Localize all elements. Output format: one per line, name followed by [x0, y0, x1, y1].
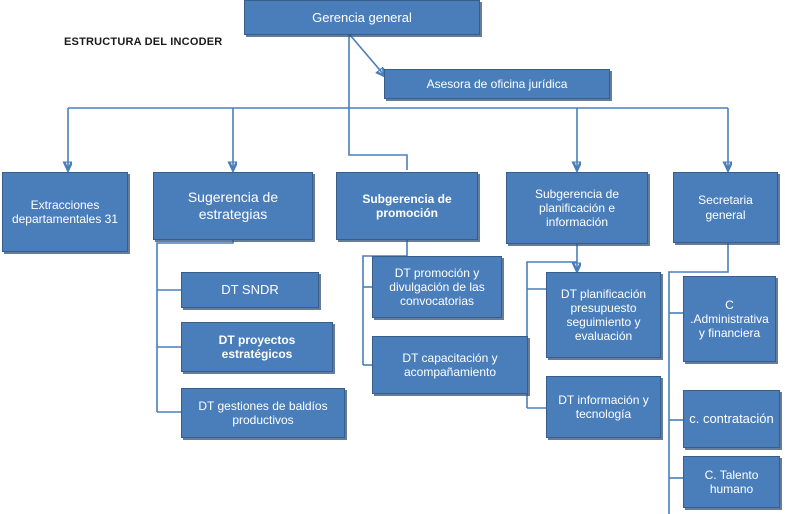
node-dt-planificacion-presupuesto[interactable]: DT planificación presupuesto seguimiento… [546, 272, 661, 358]
node-secretaria-general-label: Secretaria general [698, 193, 753, 222]
node-secretaria-general[interactable]: Secretaria general [673, 172, 778, 243]
node-dt-informacion-tecnologia[interactable]: DT información y tecnología [546, 376, 661, 438]
node-gerencia-general[interactable]: Gerencia general [244, 0, 480, 35]
node-dt-sndr[interactable]: DT SNDR [181, 272, 319, 308]
node-dt-proyectos-estrategicos-label: DT proyectos estratégicos [218, 332, 296, 361]
node-asesora-oficina-juridica[interactable]: Asesora de oficina jurídica [384, 69, 610, 99]
node-dt-informacion-tecnologia-label: DT información y tecnología [558, 392, 649, 421]
node-subgerencia-promocion-label: Subgerencia de promoción [362, 191, 452, 220]
node-dt-planificacion-presupuesto-label: DT planificación presupuesto seguimiento… [560, 286, 647, 344]
node-c-administrativa-financiera-label: C .Administrativa y financiera [690, 297, 769, 341]
node-subgerencia-promocion[interactable]: Subgerencia de promoción [336, 172, 478, 240]
node-extracciones-departamentales-label: Extracciones departamentales 31 [11, 197, 119, 226]
node-asesora-oficina-juridica-label: Asesora de oficina jurídica [426, 76, 568, 91]
node-subgerencia-planificacion-label: Subgerencia de planificación e informaci… [534, 186, 620, 230]
node-dt-proyectos-estrategicos[interactable]: DT proyectos estratégicos [181, 322, 333, 372]
node-dt-sndr-label: DT SNDR [221, 282, 279, 298]
chart-title: ESTRUCTURA DEL INCODER [64, 36, 223, 48]
node-dt-promocion-divulgacion-label: DT promoción y divulgación de las convoc… [389, 265, 485, 309]
node-gerencia-general-label: Gerencia general [312, 9, 412, 25]
node-dt-gestiones-baldios[interactable]: DT gestiones de baldíos productivos [181, 388, 345, 438]
node-dt-capacitacion-acompanamiento-label: DT capacitación y acompañamiento [402, 350, 498, 379]
node-c-talento-humano[interactable]: C. Talento humano [683, 456, 780, 508]
node-c-contratacion[interactable]: c. contratación [683, 390, 780, 448]
node-c-administrativa-financiera[interactable]: C .Administrativa y financiera [683, 276, 776, 362]
node-dt-gestiones-baldios-label: DT gestiones de baldíos productivos [198, 398, 328, 427]
node-c-talento-humano-label: C. Talento humano [704, 467, 759, 496]
node-c-contratacion-label: c. contratación [689, 411, 774, 427]
node-dt-capacitacion-acompanamiento[interactable]: DT capacitación y acompañamiento [372, 336, 528, 394]
node-subgerencia-planificacion[interactable]: Subgerencia de planificación e informaci… [506, 172, 648, 244]
node-extracciones-departamentales[interactable]: Extracciones departamentales 31 [2, 172, 128, 252]
node-dt-promocion-divulgacion[interactable]: DT promoción y divulgación de las convoc… [372, 256, 502, 318]
node-sugerencia-estrategias[interactable]: Sugerencia de estrategias [153, 172, 313, 240]
node-sugerencia-estrategias-label: Sugerencia de estrategias [187, 189, 279, 222]
